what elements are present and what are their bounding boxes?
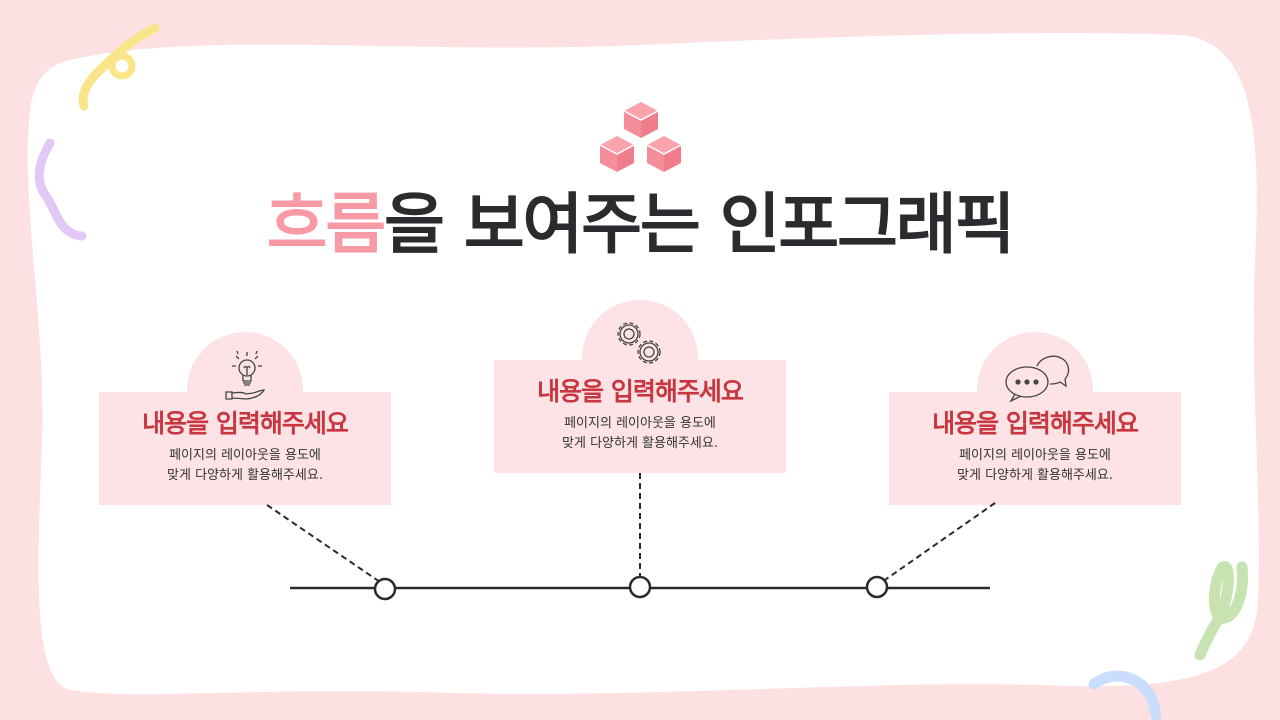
lightbulb-hand-icon bbox=[225, 350, 266, 400]
page-title: 흐름을 보여주는 인포그래픽 bbox=[0, 180, 1280, 270]
decorative-squiggle-yellow bbox=[78, 23, 160, 111]
card-desc-line2: 맞게 다양하게 활용해주세요. bbox=[562, 436, 718, 451]
card-title: 내용을 입력해주세요 bbox=[932, 409, 1139, 438]
card-desc: 페이지의 레이아웃을 용도에 맞게 다양하게 활용해주세요. bbox=[99, 446, 391, 486]
card-desc-line1: 페이지의 레이아웃을 용도에 bbox=[169, 448, 321, 463]
decorative-squiggle-green bbox=[1194, 560, 1248, 661]
flow-card-1: 내용을 입력해주세요 페이지의 레이아웃을 용도에 맞게 다양하게 활용해주세요… bbox=[99, 332, 391, 505]
title-highlight: 흐름 bbox=[266, 186, 386, 263]
card-body: 내용을 입력해주세요 페이지의 레이아웃을 용도에 맞게 다양하게 활용해주세요… bbox=[889, 392, 1181, 505]
card-desc-line1: 페이지의 레이아웃을 용도에 bbox=[959, 448, 1111, 463]
card-body: 내용을 입력해주세요 페이지의 레이아웃을 용도에 맞게 다양하게 활용해주세요… bbox=[99, 392, 391, 505]
flow-card-3: 내용을 입력해주세요 페이지의 레이아웃을 용도에 맞게 다양하게 활용해주세요… bbox=[889, 332, 1181, 505]
card-body: 내용을 입력해주세요 페이지의 레이아웃을 용도에 맞게 다양하게 활용해주세요… bbox=[494, 360, 786, 473]
title-rest: 을 보여주는 인포그래픽 bbox=[384, 186, 1015, 263]
card-title: 내용을 입력해주세요 bbox=[537, 377, 744, 406]
card-desc-line2: 맞게 다양하게 활용해주세요. bbox=[957, 468, 1113, 483]
chat-bubbles-icon bbox=[1005, 355, 1070, 403]
flow-card-2: 내용을 입력해주세요 페이지의 레이아웃을 용도에 맞게 다양하게 활용해주세요… bbox=[494, 300, 786, 473]
card-desc-line1: 페이지의 레이아웃을 용도에 bbox=[564, 416, 716, 431]
decorative-squiggle-blue bbox=[1088, 670, 1162, 720]
gears-icon bbox=[617, 322, 661, 364]
card-desc: 페이지의 레이아웃을 용도에 맞게 다양하게 활용해주세요. bbox=[494, 414, 786, 454]
card-desc: 페이지의 레이아웃을 용도에 맞게 다양하게 활용해주세요. bbox=[889, 446, 1181, 486]
cubes-icon bbox=[599, 102, 682, 172]
card-desc-line2: 맞게 다양하게 활용해주세요. bbox=[167, 468, 323, 483]
decorative-squiggle-purple bbox=[34, 138, 87, 241]
card-title: 내용을 입력해주세요 bbox=[142, 409, 349, 438]
